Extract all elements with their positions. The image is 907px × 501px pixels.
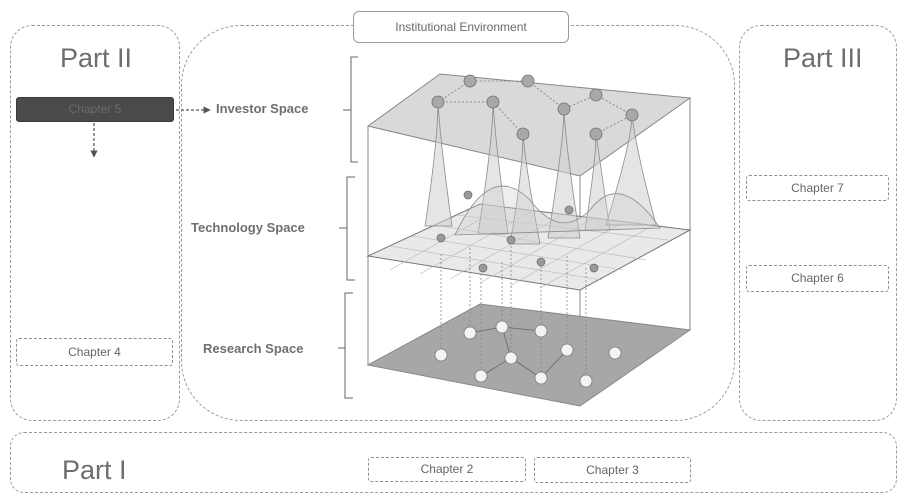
chapter-3-box[interactable]: Chapter 3 xyxy=(534,457,691,483)
investor-space-label: Investor Space xyxy=(216,101,309,116)
chapter-2-box[interactable]: Chapter 2 xyxy=(368,457,526,482)
chapter-5-box[interactable]: Chapter 5 xyxy=(16,97,174,122)
part-i-title: Part I xyxy=(62,455,127,485)
part-i-panel xyxy=(10,432,897,493)
part-ii-title: Part II xyxy=(60,43,133,73)
part-ii-panel xyxy=(10,25,180,421)
research-space-label: Research Space xyxy=(203,341,304,356)
chapter-6-box[interactable]: Chapter 6 xyxy=(746,265,889,292)
part-iii-panel xyxy=(739,25,897,421)
chapter-7-box[interactable]: Chapter 7 xyxy=(746,175,889,201)
chapter-4-box[interactable]: Chapter 4 xyxy=(16,338,173,366)
institutional-environment-label: Institutional Environment xyxy=(353,11,569,43)
technology-space-label: Technology Space xyxy=(191,220,305,235)
part-iii-title: Part III xyxy=(783,43,863,73)
